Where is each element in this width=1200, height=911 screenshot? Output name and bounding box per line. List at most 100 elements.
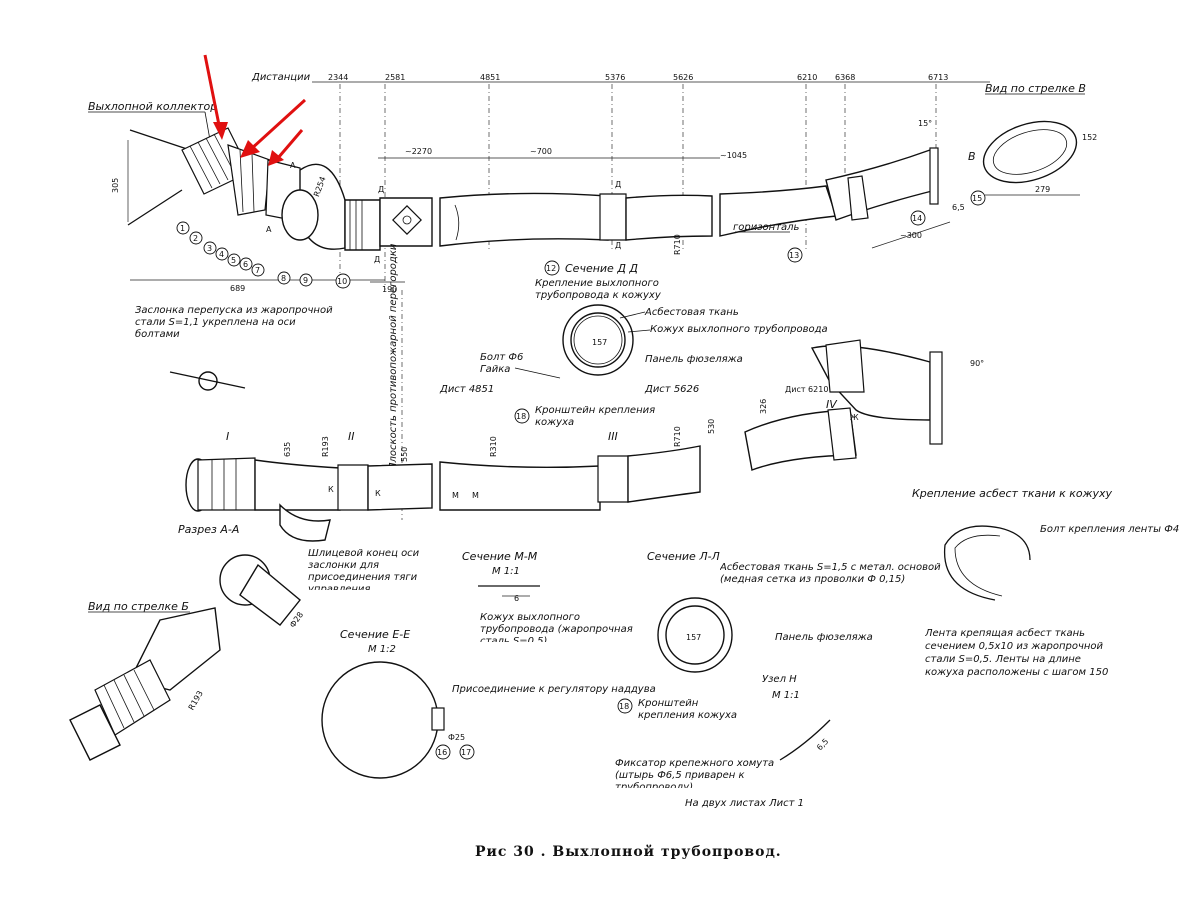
station-5376: 5376 [605,73,625,82]
section-ll: Сечение Л-Л 157 Асбестовая ткань S=1,5 с… [480,550,941,721]
dim-300: ~300 [900,231,922,240]
red-annotation-arrows [203,54,307,166]
marker-v: В [968,150,976,163]
callout-3: 3 [207,244,212,253]
callout-9: 9 [303,276,308,285]
callout-15: 15 [972,194,982,203]
dim-550: 550 [400,447,409,462]
station-6210: 6210 [797,73,817,82]
dim-305: 305 [111,178,120,193]
section-ee-scale: М 1:2 [368,644,396,655]
section-aa-label: Разрез А-А [178,523,239,536]
callouts-top: 1 2 3 4 5 6 7 8 9 10 12 13 14 15 [176,190,986,289]
dim-25: Ф25 [448,733,465,742]
casing-label: Кожух выхлопного трубопровода [650,323,828,335]
callout-18: 18 [516,412,526,421]
panel-ll-label: Панель фюзеляжа [775,632,873,643]
section-aa: Разрез А-А Ф28 Шлицевой конец оси заслон… [178,523,420,629]
dim-700: ~700 [530,147,552,156]
section-ll-label: Сечение Л-Л [647,550,720,563]
distances-title: Дистанции [251,72,311,83]
section-ee: Сечение Е-Е М 1:2 Присоединение к регуля… [321,628,656,779]
mount-title: Крепление выхлопного трубопровода к кожу… [535,278,661,301]
view-arrow-b: Вид по стрелке В 279 152 В [968,82,1097,196]
dim-r710-side: R710 [673,426,682,447]
section-dd: Сечение Д Д Крепление выхлопного трубопр… [480,262,828,428]
marker-a-top: А [290,161,296,170]
stations-row: Дистанции 2344 2581 4851 5376 5626 6210 … [251,72,990,290]
dim-r193: R193 [321,436,330,457]
splined-end-label: Шлицевой конец оси заслонки для присоеди… [308,548,420,590]
bolt-tape-label: Болт крепления ленты Ф4 [1040,524,1179,535]
section-ee-label: Сечение Е-Е [340,628,410,641]
damper-note: Заслонка перепуска из жаропрочной стали … [135,305,333,391]
dim-r710-top: R710 [673,234,682,255]
dim-r193-b: R193 [187,689,205,712]
dim-157-ll: 157 [686,633,701,642]
marker-d-top: Д [378,185,384,194]
callout-2: 2 [193,234,198,243]
callout-6: 6 [243,260,248,269]
horizontal-label: горизонталь [733,222,800,233]
callout-12: 12 [546,264,556,273]
callout-7: 7 [255,266,260,275]
callout-17: 17 [461,748,471,757]
panel-label: Панель фюзеляжа [645,354,743,365]
marker-k-left: К [328,485,334,494]
asbestos-ll-label: Асбестовая ткань S=1,5 с метал. основой … [720,562,941,585]
view-arrow-b2-label: Вид по стрелке Б [88,600,189,613]
dim-6-5: 6,5 [952,203,965,212]
bolt-label: Болт Ф6 [480,352,523,363]
flange-assembly [181,127,303,223]
marker-d-mid: Д [615,180,621,189]
dim-157: 157 [592,338,607,347]
callout-10: 10 [337,277,347,286]
dist-4851-label: Дист 4851 [439,384,494,395]
node-h-label: Узел Н [762,674,797,685]
fixer-detail: 6,5 Фиксатор крепежного хомута (штырь Ф6… [615,719,831,809]
callout-8: 8 [281,274,286,283]
callout-4: 4 [219,250,224,259]
roman-4: IV [826,398,838,411]
asb-mount-title-1: Крепление асбест ткани к кожуху [912,487,1113,500]
bracket-label: Кронштейн крепления кожуха [535,405,656,428]
section-mm: Сечение М-М М 1:1 6 [462,550,540,603]
station-5626: 5626 [673,73,693,82]
connect-label-1: Присоединение к регулятору наддува [452,684,656,695]
callout-5: 5 [231,256,236,265]
dim-152: 152 [1082,133,1097,142]
marker-a: А [266,225,272,234]
dim-279: 279 [1035,185,1050,194]
dim-1045: ~1045 [720,151,747,160]
view-arrow-b-label: Вид по стрелке В [985,82,1086,95]
fixer-label: Фиксатор крепежного хомута (штырь Ф6,5 п… [615,758,775,788]
dist-6210-label: Дист 6210 [785,385,828,394]
section-mm-scale: М 1:1 [492,566,520,577]
callout-13: 13 [789,251,799,260]
tape-note: Лента крепящая асбест ткань сечением 0,5… [925,628,1109,678]
dim-6-5-fixer: 6,5 [815,737,830,752]
asbestos-mount-detail: Крепление асбест ткани к кожуху Болт кре… [912,487,1179,678]
view-arrow-b2: Вид по стрелке Б R193 [69,600,221,761]
dim-530: 530 [707,419,716,434]
dim-6: 6 [514,594,519,603]
section-dd-label: Сечение Д Д [565,262,638,275]
figure-caption: Рис 30 . Выхлопной трубопровод. [475,843,782,860]
bracket-ll-label: Кронштейн крепления кожуха [638,698,737,721]
roman-3: III [608,430,618,443]
asbestos-cloth-label: Асбестовая ткань [644,306,739,318]
dist-5626-label: Дист 5626 [644,384,699,395]
callout-18-ll: 18 [619,702,629,711]
marker-zh: Ж [850,413,859,422]
dim-326: 326 [759,399,768,414]
dim-90deg: 90° [970,359,984,368]
station-4851: 4851 [480,73,500,82]
side-view-pipeline: I II III IV 635 R193 550 R310 R710 530 К… [185,339,984,542]
marker-m-right: М [472,491,479,500]
station-2344: 2344 [328,73,348,82]
marker-d-mid-bottom: Д [615,241,621,250]
station-6368: 6368 [835,73,855,82]
node-h-scale: М 1:1 [772,690,800,701]
callout-1: 1 [180,224,185,233]
